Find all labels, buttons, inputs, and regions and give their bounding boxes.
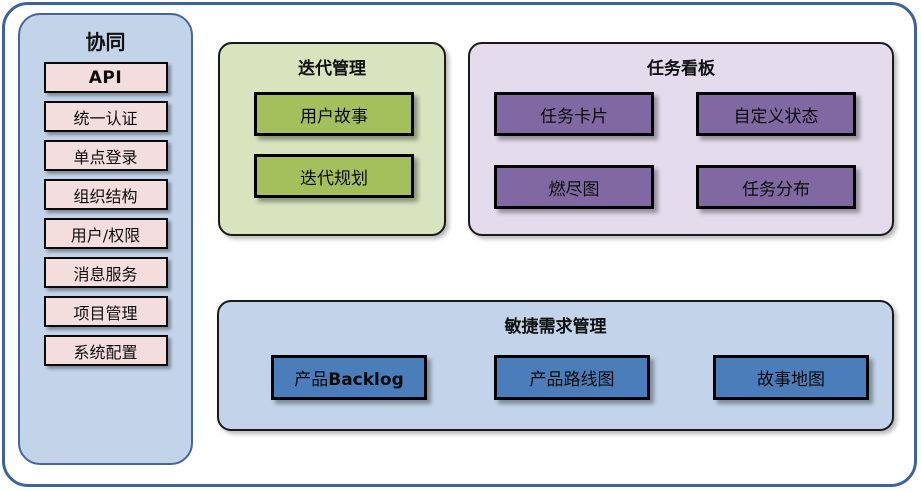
- sidebar-item-unified-auth[interactable]: 统一认证: [43, 101, 168, 132]
- node-label: 自定义状态: [733, 106, 819, 127]
- node-burndown-chart[interactable]: 燃尽图: [494, 165, 654, 209]
- node-custom-status[interactable]: 自定义状态: [696, 92, 856, 136]
- node-label-latin: Backlog: [328, 370, 404, 390]
- sidebar-item-system-config[interactable]: 系统配置: [43, 335, 168, 366]
- sidebar-item-project-management[interactable]: 项目管理: [43, 296, 168, 327]
- node-iteration-plan[interactable]: 迭代规划: [254, 154, 414, 198]
- node-label: 迭代规划: [300, 168, 368, 189]
- sidebar-item-label: 项目管理: [73, 303, 138, 323]
- node-label: 燃尽图: [548, 179, 600, 200]
- group-title-task-board: 任务看板: [647, 59, 715, 79]
- node-label: 产品Backlog: [294, 365, 404, 390]
- sidebar-item-label: 组织结构: [73, 186, 138, 206]
- node-label-cjk: 产品: [294, 370, 329, 390]
- node-label: 任务卡片: [540, 106, 608, 127]
- node-product-roadmap[interactable]: 产品路线图: [494, 355, 650, 400]
- sidebar-item-label: API: [88, 67, 123, 88]
- node-task-distribution[interactable]: 任务分布: [696, 165, 856, 209]
- sidebar-item-user-permission[interactable]: 用户/权限: [43, 218, 168, 249]
- sidebar-item-label: 单点登录: [73, 147, 138, 167]
- sidebar-item-org-structure[interactable]: 组织结构: [43, 179, 168, 210]
- node-product-backlog[interactable]: 产品Backlog: [271, 355, 427, 400]
- node-label: 故事地图: [757, 370, 825, 390]
- sidebar-item-label: 系统配置: [73, 342, 138, 362]
- node-task-card[interactable]: 任务卡片: [494, 92, 654, 136]
- sidebar-item-api[interactable]: API: [43, 62, 168, 93]
- group-panel-agile-requirement-management: 敏捷需求管理 产品Backlog 产品路线图 故事地图: [217, 300, 894, 431]
- sidebar-item-label: 统一认证: [73, 108, 138, 128]
- node-label: 用户故事: [300, 106, 368, 127]
- node-label: 产品路线图: [529, 370, 615, 390]
- group-title-agile-requirement-management: 敏捷需求管理: [504, 317, 607, 337]
- sidebar-panel-collaboration: 协同 API 统一认证 单点登录 组织结构 用户/权限 消息服务 项目管理: [18, 13, 193, 465]
- node-label: 任务分布: [742, 179, 810, 200]
- group-panel-iteration-management: 迭代管理 用户故事 迭代规划: [218, 42, 446, 236]
- group-panel-task-board: 任务看板 任务卡片 自定义状态 燃尽图 任务分布: [468, 42, 894, 236]
- sidebar-item-label: 消息服务: [73, 264, 138, 284]
- sidebar-item-list: API 统一认证 单点登录 组织结构 用户/权限 消息服务 项目管理 系统配置: [20, 62, 191, 374]
- sidebar-item-single-sign-on[interactable]: 单点登录: [43, 140, 168, 171]
- node-user-story[interactable]: 用户故事: [254, 92, 414, 136]
- sidebar-item-label: 用户/权限: [70, 225, 141, 245]
- node-story-map[interactable]: 故事地图: [713, 355, 869, 400]
- sidebar-title: 协同: [85, 30, 126, 54]
- group-title-iteration-management: 迭代管理: [298, 59, 366, 79]
- sidebar-item-message-service[interactable]: 消息服务: [43, 257, 168, 288]
